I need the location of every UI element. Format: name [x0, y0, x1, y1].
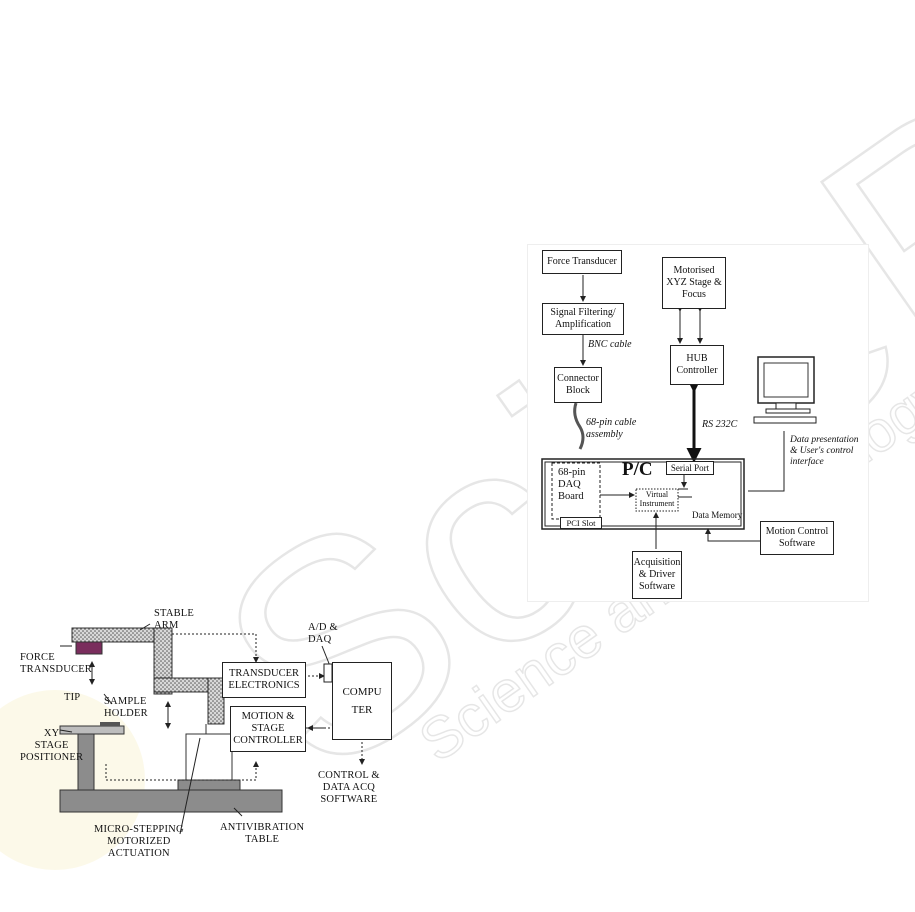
rs232c-label: RS 232C — [702, 419, 738, 430]
bnc-cable-label: BNC cable — [588, 339, 632, 350]
pin-cable-label: 68-pin cable assembly — [586, 417, 637, 440]
computer-box: COMPU TER — [332, 662, 392, 740]
system-block-diagram: Force Transducer Signal Filtering/ Ampli… — [527, 244, 869, 602]
hub-controller-box: HUB Controller — [670, 345, 724, 385]
transducer-electronics-box: TRANSDUCER ELECTRONICS — [222, 662, 306, 698]
antivibration-table-block — [59, 789, 283, 813]
motorised-stage-box: Motorised XYZ Stage & Focus — [662, 257, 726, 309]
ad-daq-label: A/D & DAQ — [308, 622, 338, 645]
block-diagram-connectors — [541, 275, 817, 549]
micro-stepping-label: MICRO-STEPPING MOTORIZED ACTUATION — [94, 824, 184, 859]
stable-arm-label: STABLE ARM — [154, 608, 195, 631]
pc-label: P/C — [622, 459, 653, 480]
force-transducer-box: Force Transducer — [542, 250, 622, 274]
tip-label: TIP — [64, 692, 81, 703]
xy-stage-label: XY STAGE POSITIONER — [20, 728, 84, 763]
motion-stage-controller-box: MOTION & STAGE CONTROLLER — [230, 706, 306, 752]
antivibration-table-label: ANTIVIBRATION TABLE — [220, 822, 305, 845]
data-presentation-label: Data presentation & User's control inter… — [790, 435, 859, 467]
signal-filtering-box: Signal Filtering/ Amplification — [542, 303, 624, 335]
data-memory-label: Data Memory — [692, 510, 743, 520]
motion-control-software-box: Motion Control Software — [760, 521, 834, 555]
apparatus-drawing — [59, 623, 365, 835]
force-transducer-block — [75, 641, 103, 655]
daq-board-label: 68-pin DAQ Board — [558, 467, 586, 502]
pci-slot-box: PCI Slot — [560, 517, 602, 529]
apparatus-schematic: STABLE ARM FORCE TRANSDUCER TIP SAMPLE H… — [20, 604, 400, 872]
sample-holder-label: SAMPLE HOLDER — [104, 696, 148, 719]
serial-port-box: Serial Port — [666, 461, 714, 475]
acquisition-software-box: Acquisition & Driver Software — [632, 551, 682, 599]
connector-block-box: Connector Block — [554, 367, 602, 403]
virtual-instrument-label: Virtual Instrument — [639, 490, 675, 508]
force-transducer-label: FORCE TRANSDUCER — [20, 652, 93, 675]
control-software-label: CONTROL & DATA ACQ SOFTWARE — [318, 770, 380, 805]
